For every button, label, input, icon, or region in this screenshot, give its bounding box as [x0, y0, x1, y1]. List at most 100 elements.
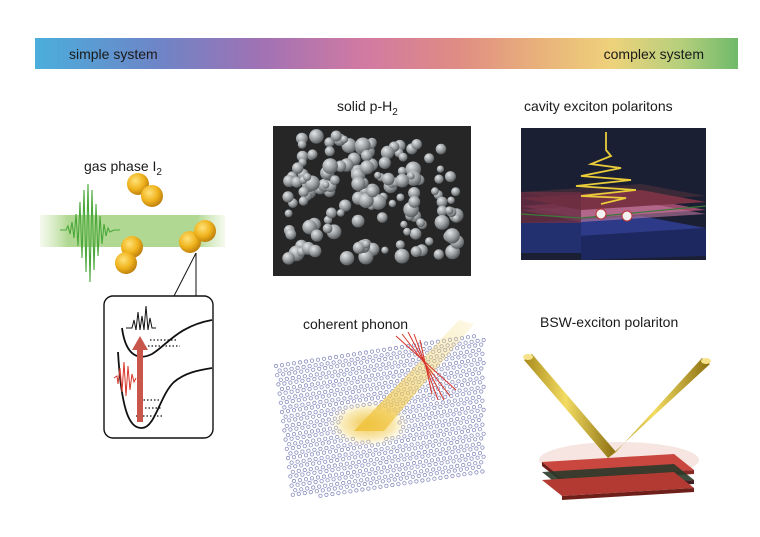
- lattice-atom: [479, 436, 484, 441]
- lattice-atom: [294, 450, 299, 455]
- lattice-atom: [339, 400, 345, 406]
- lattice-atom: [432, 476, 437, 481]
- lattice-atom: [441, 409, 447, 414]
- lattice-atom: [354, 488, 359, 493]
- lattice-atom: [368, 387, 373, 392]
- lattice-atom: [399, 438, 405, 444]
- lattice-atom: [332, 369, 337, 374]
- lattice-atom: [336, 491, 341, 496]
- lattice-atom: [435, 410, 441, 415]
- lattice-atom: [422, 449, 427, 455]
- solid-ph2-title: solid p-H2: [337, 98, 398, 118]
- lattice-atom: [279, 386, 285, 392]
- lattice-atom: [321, 403, 327, 408]
- lattice-atom: [294, 473, 299, 478]
- lattice-atom: [396, 458, 401, 463]
- lattice-atom: [409, 442, 414, 447]
- lattice-atom: [383, 380, 388, 386]
- lattice-atom: [317, 366, 322, 372]
- coherent-phonon-title: coherent phonon: [303, 316, 409, 332]
- lattice-atom: [372, 391, 377, 397]
- lattice-atom: [476, 464, 481, 469]
- lattice-atom: [410, 474, 415, 479]
- lattice-atom: [462, 425, 467, 430]
- lattice-atom: [337, 359, 342, 364]
- lattice-atom: [402, 481, 407, 486]
- lattice-atom: [408, 433, 413, 438]
- lattice-atom: [379, 353, 384, 358]
- lattice-atom: [360, 369, 365, 374]
- lattice-atom: [471, 334, 477, 339]
- lattice-atom: [309, 358, 315, 363]
- lattice-atom: [435, 457, 441, 462]
- lattice-atom: [441, 456, 447, 461]
- lattice-atom: [447, 455, 453, 460]
- lattice-atom: [305, 415, 310, 420]
- lattice-atom: [305, 439, 310, 444]
- lattice-atom: [375, 395, 381, 400]
- lattice-atom: [434, 471, 439, 476]
- lattice-atom: [463, 340, 468, 345]
- lattice-atom: [384, 366, 389, 371]
- lattice-atom: [378, 484, 383, 489]
- lattice-atom: [342, 466, 347, 471]
- lattice-atom: [311, 367, 316, 372]
- lattice-atom: [357, 351, 363, 356]
- lattice-atom: [481, 454, 486, 459]
- lattice-atom: [455, 416, 460, 422]
- lattice-atom: [297, 454, 303, 459]
- hydrogen-sphere: [310, 229, 323, 242]
- lattice-atom: [372, 367, 377, 373]
- lattice-atom: [469, 362, 474, 367]
- lattice-atom: [330, 468, 335, 473]
- lattice-atom: [303, 477, 309, 482]
- hydrogen-sphere: [408, 187, 421, 199]
- lattice-atom: [423, 388, 429, 393]
- lattice-atom: [327, 402, 333, 407]
- lattice-atom: [453, 454, 459, 459]
- lattice-atom: [296, 491, 301, 496]
- lattice-atom: [416, 403, 421, 409]
- lattice-atom: [462, 472, 467, 477]
- lattice-atom: [415, 441, 420, 446]
- lattice-atom: [324, 398, 329, 404]
- lattice-atom: [336, 467, 341, 472]
- hydrogen-sphere: [400, 220, 408, 228]
- hydrogen-sphere: [358, 249, 374, 265]
- lattice-atom: [455, 346, 460, 351]
- lattice-atom: [333, 378, 339, 384]
- lattice-atom: [428, 472, 433, 477]
- lattice-atom: [429, 411, 435, 416]
- lattice-atom: [305, 462, 310, 467]
- lattice-atom: [273, 363, 279, 369]
- hydrogen-sphere: [445, 206, 454, 215]
- lattice-atom: [377, 381, 382, 386]
- lattice-atom: [444, 450, 449, 456]
- lattice-atom: [467, 438, 472, 443]
- lattice-atom: [291, 455, 297, 460]
- lattice-atom: [326, 487, 331, 492]
- lattice-atom: [297, 407, 303, 412]
- lattice-atom: [414, 408, 419, 413]
- hydrogen-sphere: [377, 212, 388, 223]
- hydrogen-sphere: [436, 196, 448, 208]
- lattice-atom: [463, 410, 468, 415]
- lattice-atom: [348, 489, 353, 494]
- lattice-atom: [323, 483, 328, 488]
- lattice-atom: [314, 395, 319, 400]
- lattice-atom: [458, 350, 463, 355]
- lattice-atom: [319, 362, 324, 367]
- lattice-atom: [381, 465, 387, 470]
- lattice-atom: [378, 390, 383, 396]
- lattice-atom: [347, 362, 352, 367]
- lattice-atom: [380, 362, 385, 367]
- hydrogen-sphere: [410, 246, 422, 258]
- lattice-atom: [373, 470, 378, 476]
- lattice-atom: [421, 463, 426, 468]
- lattice-atom: [397, 373, 402, 378]
- hydrogen-sphere: [297, 140, 307, 149]
- lattice-atom: [457, 411, 462, 416]
- lattice-atom: [313, 433, 318, 438]
- lattice-atom: [290, 375, 295, 381]
- lattice-atom: [390, 365, 395, 370]
